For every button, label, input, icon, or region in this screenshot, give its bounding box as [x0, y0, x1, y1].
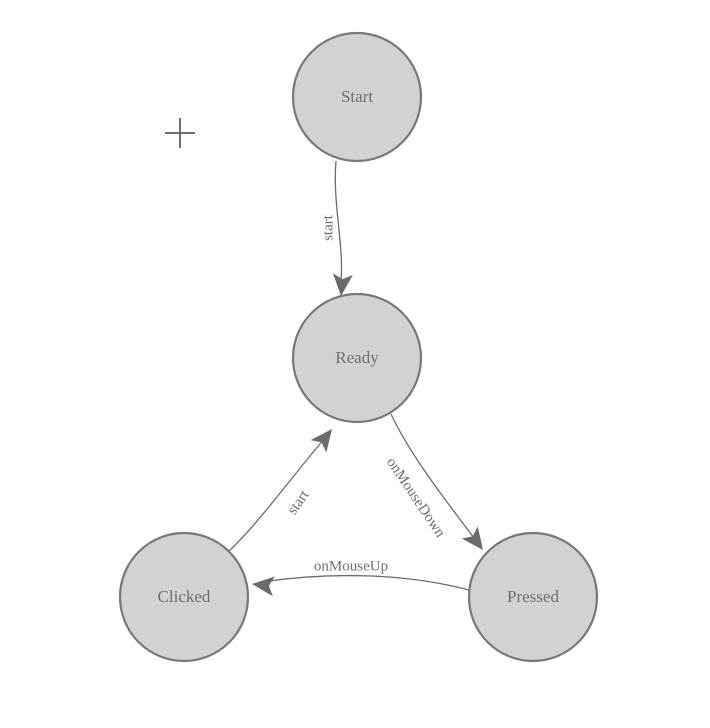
node-start[interactable]: Start [291, 31, 423, 163]
edges-layer [228, 160, 491, 597]
node-label-pressed: Pressed [507, 587, 559, 606]
edge-label-ready-to-pressed: onMouseDown [383, 455, 448, 541]
edge-label-clicked-to-ready: start [285, 487, 313, 518]
node-pressed[interactable]: Pressed [467, 531, 599, 663]
node-circle[interactable] [291, 292, 423, 424]
edge-pressed-to-clicked[interactable] [251, 574, 470, 597]
node-label-ready: Ready [335, 348, 379, 367]
markers-layer [165, 118, 195, 148]
node-clicked[interactable]: Clicked [118, 531, 250, 663]
edge-label-start-to-ready: start [320, 214, 336, 241]
arrow-head-icon [252, 576, 275, 597]
edge-line [390, 413, 478, 543]
edge-ready-to-pressed[interactable] [390, 413, 491, 556]
arrow-head-icon [332, 273, 353, 296]
edge-line [334, 160, 343, 289]
node-circle[interactable] [118, 531, 250, 663]
node-circle[interactable] [467, 531, 599, 663]
node-label-clicked: Clicked [158, 587, 211, 606]
node-label-start: Start [341, 87, 373, 106]
edge-label-pressed-to-clicked: onMouseUp [314, 558, 388, 574]
edge-start-to-ready[interactable] [331, 160, 353, 297]
edge-line [261, 574, 470, 591]
edge-clicked-to-ready[interactable] [228, 423, 340, 552]
crosshair-marker[interactable] [165, 118, 195, 148]
edge-line [228, 436, 327, 552]
node-ready[interactable]: Ready [291, 292, 423, 424]
arrow-head-icon [461, 526, 483, 550]
node-circle[interactable] [291, 31, 423, 163]
arrow-head-icon [310, 429, 332, 453]
